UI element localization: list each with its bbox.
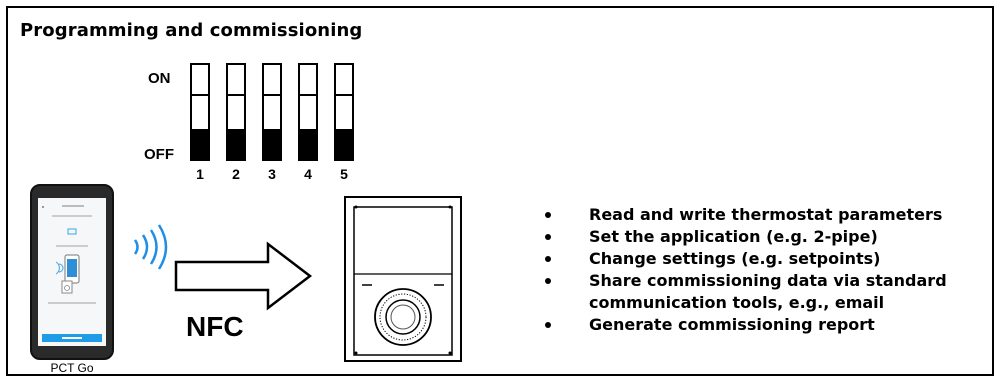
feature-list: Read and write thermostat parameters Set… bbox=[545, 204, 989, 336]
dip-number-3: 3 bbox=[268, 166, 276, 182]
feature-item-change-settings: Change settings (e.g. setpoints) bbox=[545, 248, 989, 270]
phone-caption: PCT Go bbox=[50, 361, 94, 375]
feature-item-generate-report: Generate commissioning report bbox=[545, 314, 989, 336]
app-screen-illustration bbox=[38, 198, 106, 346]
dip-switch-5 bbox=[334, 63, 354, 161]
smartphone-image bbox=[30, 184, 114, 360]
feature-item-share-data: Share commissioning data via standard co… bbox=[545, 270, 989, 314]
nfc-label: NFC bbox=[186, 311, 244, 342]
dip-number-1: 1 bbox=[196, 166, 204, 182]
dip-switch-1 bbox=[190, 63, 210, 161]
nfc-signal-icon bbox=[133, 224, 168, 270]
dip-number-5: 5 bbox=[340, 166, 348, 182]
thermostat-device-image bbox=[344, 196, 462, 362]
dip-on-label: ON bbox=[148, 70, 171, 87]
feature-item-set-application: Set the application (e.g. 2-pipe) bbox=[545, 226, 989, 248]
page-title: Programming and commissioning bbox=[20, 20, 363, 41]
dip-switch-4 bbox=[298, 63, 318, 161]
dip-number-2: 2 bbox=[232, 166, 240, 182]
dip-switch-2 bbox=[226, 63, 246, 161]
right-arrow-icon bbox=[174, 241, 313, 311]
app-screen bbox=[38, 198, 106, 346]
dip-off-label: OFF bbox=[144, 146, 174, 163]
diagram-frame bbox=[6, 6, 994, 376]
feature-item-read-write: Read and write thermostat parameters bbox=[545, 204, 989, 226]
dip-number-4: 4 bbox=[304, 166, 312, 182]
dip-switch-3 bbox=[262, 63, 282, 161]
